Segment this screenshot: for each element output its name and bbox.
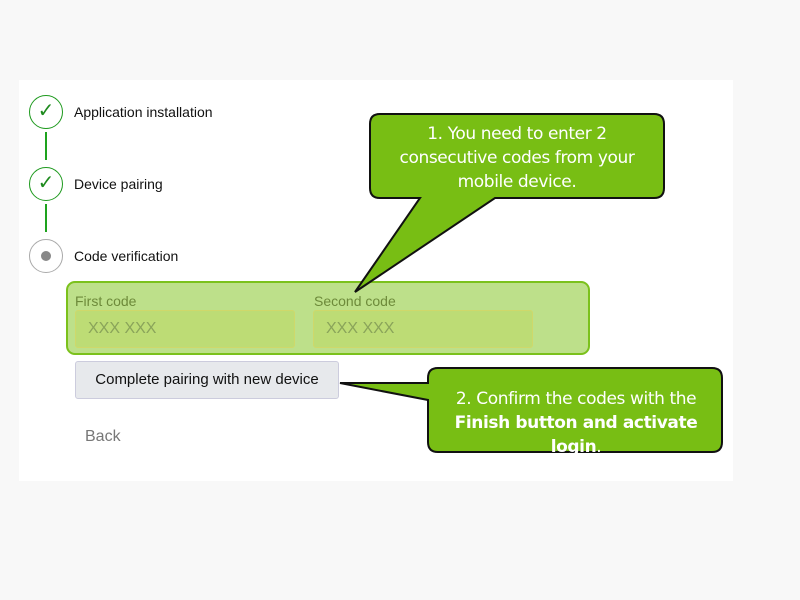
step-label-application-installation: Application installation <box>74 104 213 120</box>
callout-1-bubble <box>354 113 665 293</box>
callout-2-text-end: . <box>596 437 602 457</box>
step-connector <box>45 132 47 160</box>
second-code-label: Second code <box>314 293 396 309</box>
second-code-input[interactable]: XXX XXX <box>313 310 533 348</box>
back-link[interactable]: Back <box>85 428 121 445</box>
callout-2-text-bold: Finish button and activate login <box>454 413 698 457</box>
current-step-dot-icon <box>29 239 63 273</box>
check-icon: ✓ <box>29 167 63 201</box>
first-code-input[interactable]: XXX XXX <box>75 310 295 348</box>
step-label-code-verification: Code verification <box>74 248 179 264</box>
step-connector <box>45 204 47 232</box>
callout-2-bubble <box>339 367 723 453</box>
callout-1-text: 1. You need to enter 2 consecutive codes… <box>399 124 635 192</box>
first-code-label: First code <box>75 293 137 309</box>
callout-2-text-a: 2. Confirm the codes with the <box>455 389 697 409</box>
complete-pairing-button[interactable]: Complete pairing with new device <box>75 361 339 399</box>
step-label-device-pairing: Device pairing <box>74 176 163 192</box>
check-icon: ✓ <box>29 95 63 129</box>
